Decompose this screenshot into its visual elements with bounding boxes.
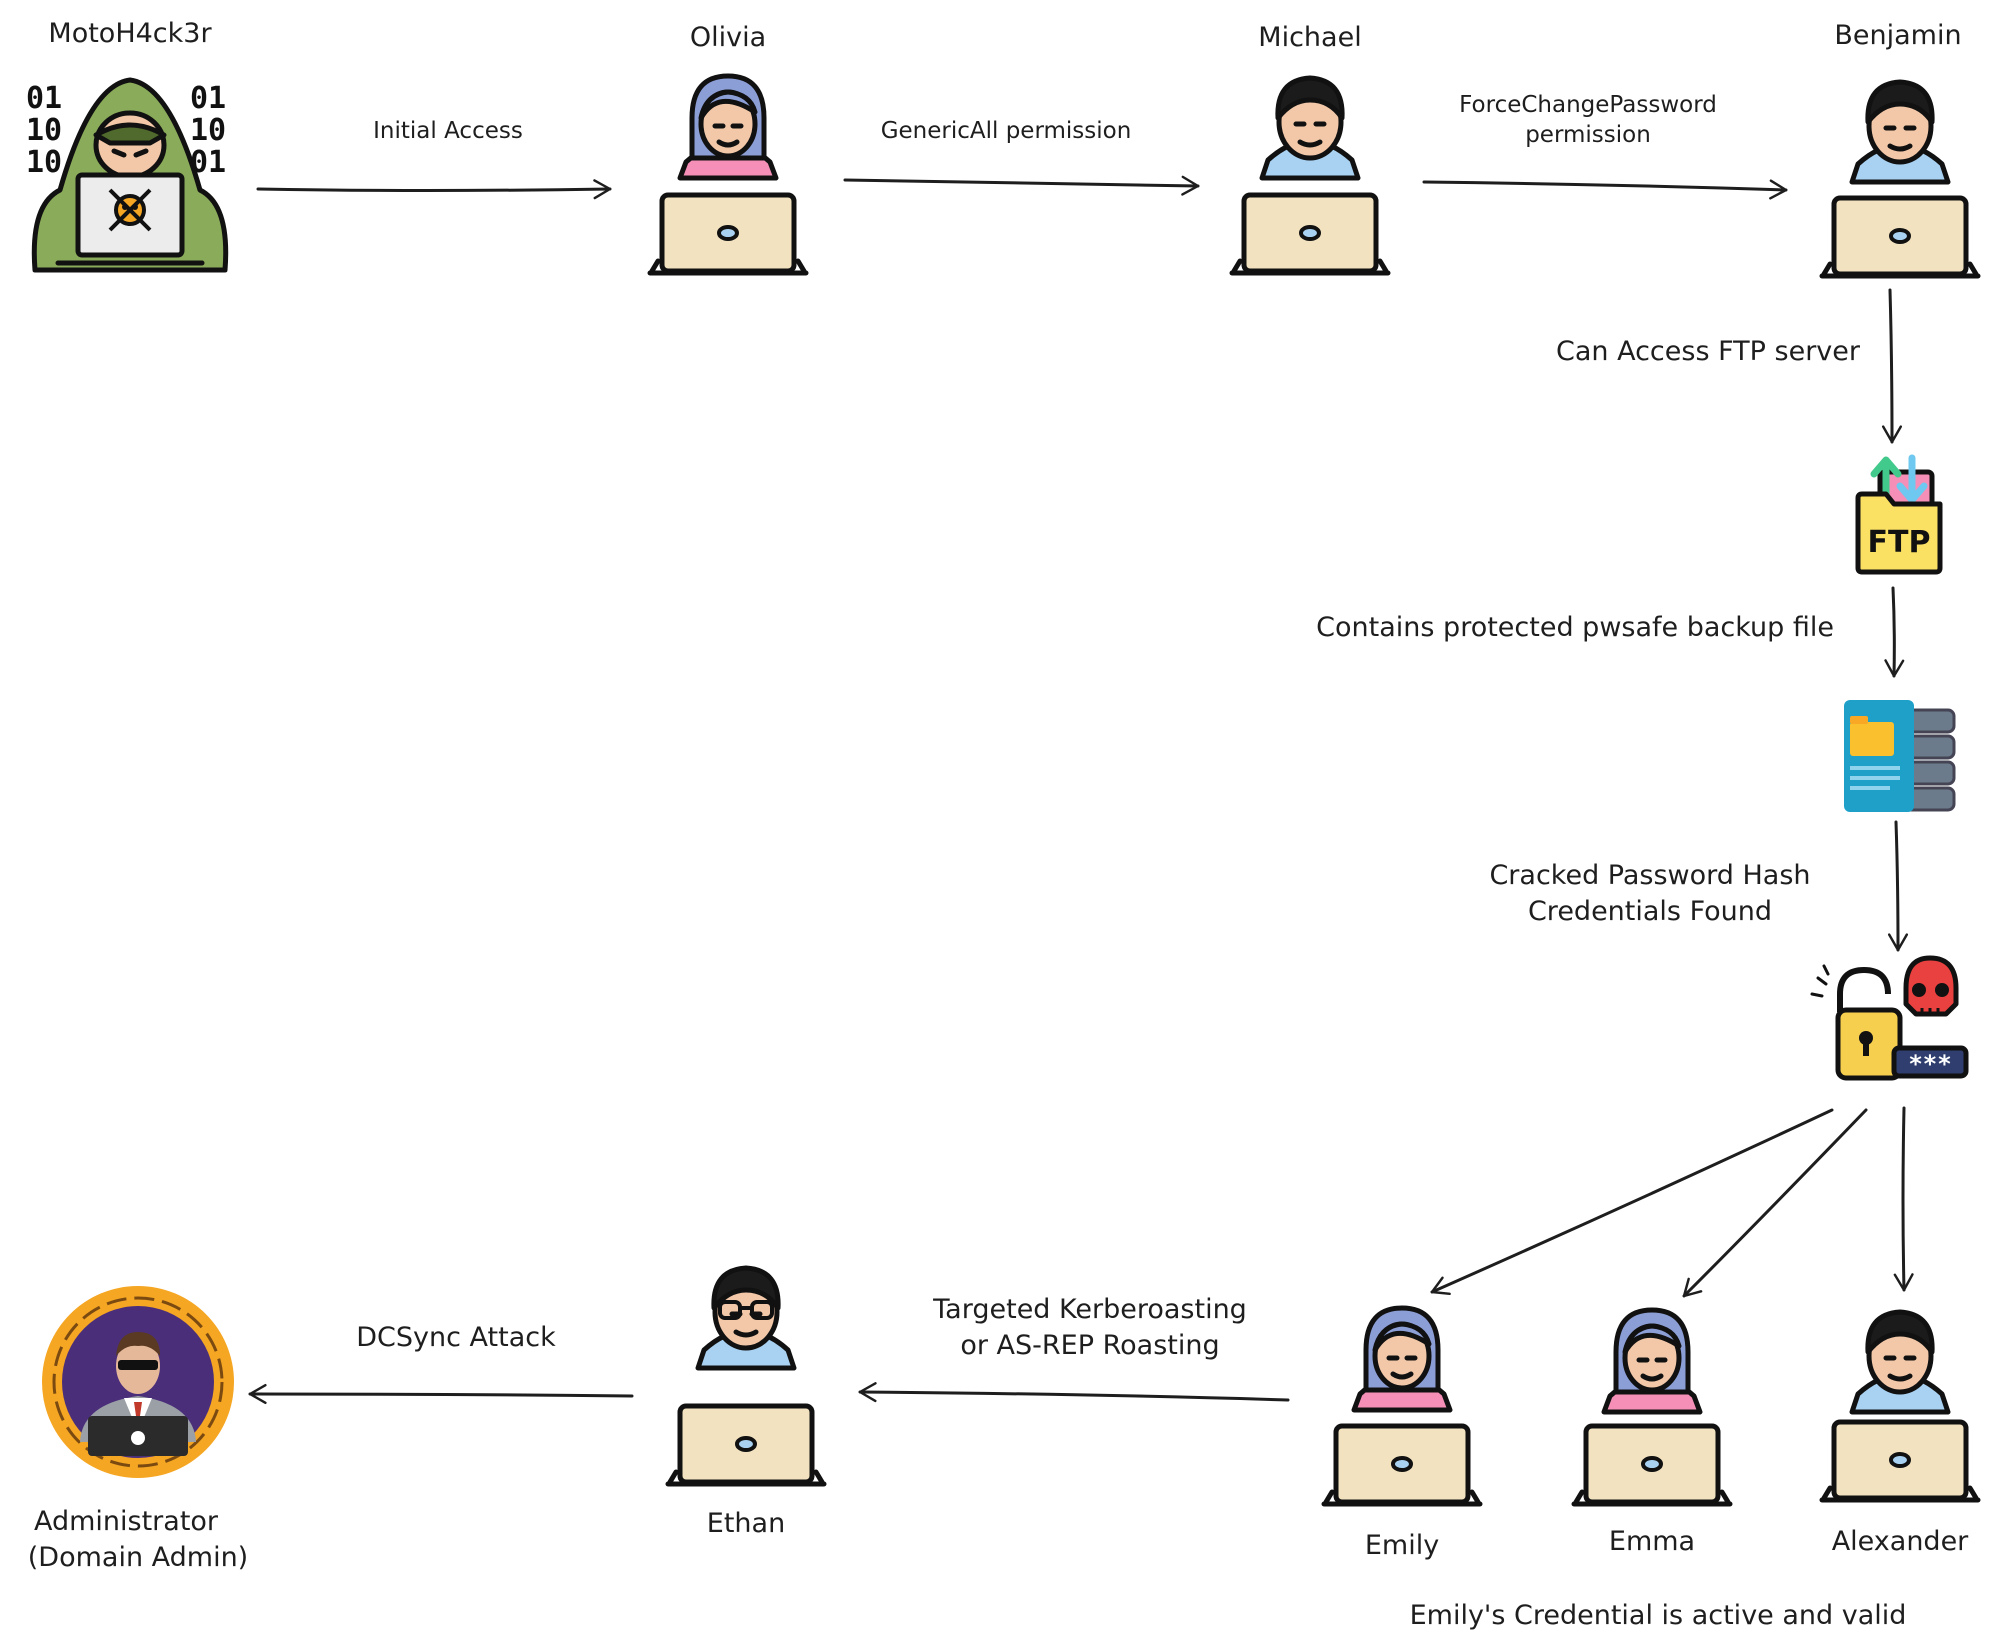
edge-label-genericall: GenericAll permission bbox=[881, 118, 1132, 144]
benjamin-user-icon bbox=[1822, 82, 1978, 276]
edge-label-ftp-access: Can Access FTP server bbox=[1556, 336, 1861, 367]
edge-dcsync bbox=[248, 1383, 634, 1405]
edge-to-emma bbox=[1682, 1108, 1868, 1298]
edge-label-dcsync: DCSync Attack bbox=[356, 1322, 556, 1353]
binary-left-1: 01 bbox=[26, 81, 62, 116]
binary-right-1: 01 bbox=[190, 81, 226, 116]
edge-initial-access bbox=[256, 179, 612, 200]
emily-user-icon bbox=[1324, 1308, 1480, 1504]
admin-name-line1: Administrator bbox=[34, 1506, 219, 1537]
edge-kerberoasting bbox=[858, 1382, 1290, 1403]
cracked-password-lock-icon: *** bbox=[1810, 955, 1969, 1081]
emma-name: Emma bbox=[1609, 1526, 1695, 1557]
michael-name: Michael bbox=[1258, 22, 1361, 53]
attacker-hacker-icon bbox=[31, 77, 229, 273]
ftp-server-icon: FTP bbox=[1855, 454, 1943, 575]
password-mask-text: *** bbox=[1908, 1050, 1951, 1078]
olivia-user-icon bbox=[650, 76, 806, 273]
edge-pwsafe bbox=[1884, 586, 1905, 678]
edge-label-initial-access: Initial Access bbox=[373, 118, 523, 144]
edge-genericall bbox=[843, 175, 1200, 196]
olivia-name: Olivia bbox=[690, 22, 766, 53]
edge-to-emily bbox=[1430, 1108, 1834, 1296]
binary-right-3: 01 bbox=[190, 145, 226, 180]
edge-label-cracked-line1: Cracked Password Hash bbox=[1489, 860, 1810, 891]
emma-user-icon bbox=[1574, 1310, 1730, 1504]
admin-name-line2: (Domain Admin) bbox=[28, 1542, 248, 1573]
edge-label-kerberoast-line1: Targeted Kerberoasting bbox=[932, 1294, 1247, 1325]
footer-note: Emily's Credential is active and valid bbox=[1410, 1600, 1907, 1631]
ethan-user-icon bbox=[668, 1268, 824, 1484]
binary-right-2: 10 bbox=[190, 113, 226, 148]
edge-label-pwsafe: Contains protected pwsafe backup file bbox=[1316, 612, 1834, 643]
binary-left-3: 10 bbox=[26, 145, 62, 180]
backup-file-server-icon bbox=[1844, 700, 1956, 812]
alexander-user-icon bbox=[1822, 1312, 1978, 1500]
ftp-badge-text: FTP bbox=[1868, 525, 1931, 560]
administrator-avatar-icon bbox=[42, 1286, 234, 1478]
ethan-name: Ethan bbox=[707, 1508, 785, 1539]
attacker-binary-digits: 01 10 10 01 10 01 bbox=[26, 81, 226, 180]
edge-ftp-access bbox=[1881, 288, 1903, 444]
edge-label-forcechange-line1: ForceChangePassword bbox=[1459, 92, 1717, 118]
edge-label-kerberoast-line2: or AS-REP Roasting bbox=[960, 1330, 1219, 1361]
edge-forcechangepassword bbox=[1422, 179, 1788, 200]
edge-label-forcechange-line2: permission bbox=[1525, 122, 1651, 148]
alexander-name: Alexander bbox=[1832, 1526, 1969, 1557]
edge-label-cracked-line2: Credentials Found bbox=[1528, 896, 1772, 927]
edge-cracked-hash bbox=[1887, 820, 1909, 952]
attacker-name: MotoH4ck3r bbox=[48, 18, 212, 49]
benjamin-name: Benjamin bbox=[1834, 20, 1961, 51]
emily-name: Emily bbox=[1365, 1530, 1439, 1561]
binary-left-2: 10 bbox=[26, 113, 62, 148]
edge-to-alexander bbox=[1893, 1106, 1914, 1292]
michael-user-icon bbox=[1232, 78, 1388, 273]
